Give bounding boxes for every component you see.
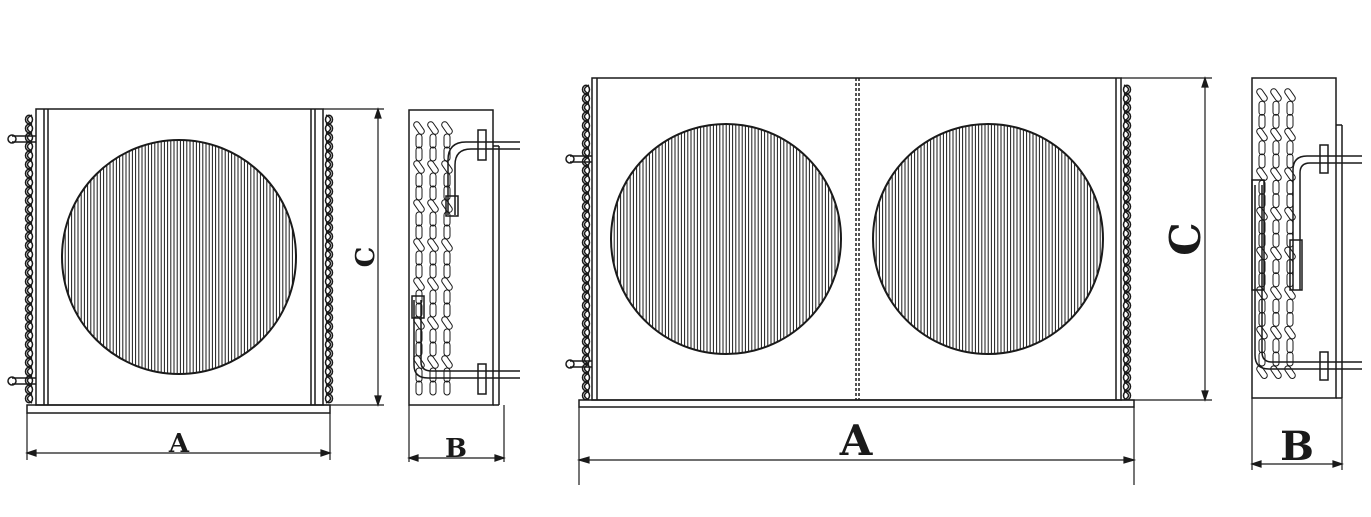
dimension-label-c-double: C <box>1161 222 1210 255</box>
fan-guard-right <box>872 123 1104 355</box>
dimension-label-b-double: B <box>1280 423 1314 470</box>
coil-bends-right <box>324 114 334 404</box>
fin-slots <box>1256 88 1296 379</box>
dimension-line-a <box>25 413 332 460</box>
side-frame <box>408 109 494 406</box>
base-plate <box>26 404 331 414</box>
side-pipe-top <box>1289 144 1362 291</box>
connection-pipe-top <box>7 134 36 144</box>
dimension-label-a-single: A <box>168 429 190 459</box>
dimension-line-a <box>576 407 1137 485</box>
single-fan-front-view <box>7 107 384 460</box>
coil-bends-right <box>1122 84 1132 401</box>
fan-grille-lines <box>613 124 839 354</box>
connection-pipe-bottom <box>7 376 36 386</box>
base-plate <box>578 399 1135 408</box>
coil-bends-left <box>581 84 591 401</box>
fan-guard-left <box>610 123 842 355</box>
dimension-line-b-double <box>1250 398 1344 470</box>
side-pipe-bottom <box>411 295 520 395</box>
dimension-line-c <box>323 107 384 407</box>
double-fan-side-view <box>1250 77 1362 470</box>
dimension-line-b-single <box>407 405 506 462</box>
connection-pipe-bottom <box>565 359 592 369</box>
dimension-line-c <box>1121 76 1212 402</box>
dimension-label-a-double: A <box>839 416 874 465</box>
side-pipe-bottom <box>1251 179 1362 381</box>
fan-grille-lines <box>64 140 297 374</box>
fan-grille-lines <box>875 124 1101 354</box>
dimension-label-b-single: B <box>445 434 467 464</box>
dimension-label-c-single: C <box>351 247 381 268</box>
fan-guard <box>61 139 297 375</box>
fin-slots <box>413 121 453 396</box>
side-pipe-top <box>445 129 520 217</box>
connection-pipe-top <box>565 154 592 164</box>
single-fan-side-view <box>407 109 520 462</box>
coil-bends-left <box>24 114 34 404</box>
double-fan-front-view <box>565 76 1212 485</box>
